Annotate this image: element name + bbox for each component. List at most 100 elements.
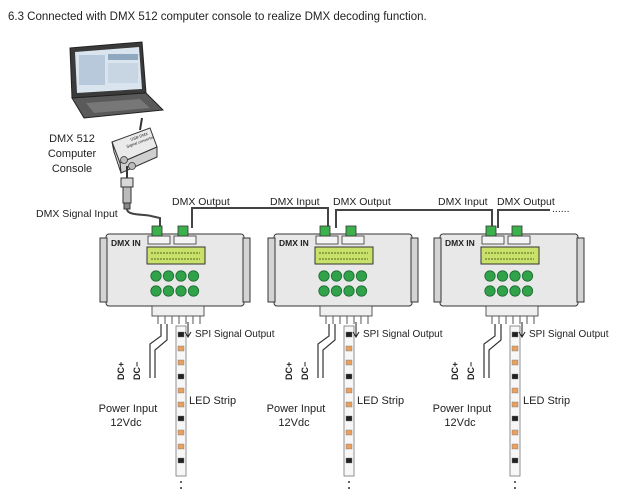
dc-plus-label: DC+ xyxy=(116,362,126,380)
power-wire-minus xyxy=(322,324,336,378)
control-button[interactable] xyxy=(509,285,521,297)
led-chip xyxy=(511,429,519,436)
led-chip xyxy=(511,345,519,352)
control-button[interactable] xyxy=(355,270,368,282)
led-chip xyxy=(345,331,353,338)
control-button[interactable] xyxy=(484,285,496,297)
dmx-cable-link-2 xyxy=(335,209,493,228)
dmx-connector-block xyxy=(345,225,357,237)
mounting-ear-right xyxy=(242,237,251,303)
dmx-out-terminal xyxy=(507,235,531,245)
control-button[interactable] xyxy=(496,270,509,282)
power-input-label: Power Input xyxy=(433,403,492,415)
led-strip xyxy=(343,325,355,477)
dmx-in-terminal xyxy=(315,235,339,245)
control-button[interactable] xyxy=(318,270,330,282)
control-button[interactable] xyxy=(187,270,200,282)
output-terminal-block xyxy=(151,305,205,317)
led-chip xyxy=(177,415,185,422)
dmx-connector-block xyxy=(177,225,189,237)
power-voltage-label: 12Vdc xyxy=(110,417,142,429)
led-chip xyxy=(177,331,185,338)
continuation-dots: ...... xyxy=(552,203,570,215)
dmx-connector-block xyxy=(485,225,497,237)
power-wire-plus xyxy=(149,324,162,378)
output-terminal-block xyxy=(319,305,373,317)
dmx-out-terminal xyxy=(173,235,197,245)
lcd-screen xyxy=(480,246,540,265)
dmx-output-label-2: DMX Output xyxy=(333,196,391,208)
led-chip xyxy=(177,401,185,408)
led-strip-label: LED Strip xyxy=(189,395,236,407)
control-button[interactable] xyxy=(484,270,496,282)
dmx-in-label: DMX IN xyxy=(111,238,141,248)
control-button[interactable] xyxy=(318,285,330,297)
spi-output-label: SPI Signal Output xyxy=(363,329,443,340)
control-button[interactable] xyxy=(343,285,355,297)
led-chip xyxy=(345,359,353,366)
power-wire-plus xyxy=(317,324,330,378)
led-chip xyxy=(511,331,519,338)
dmx-output-label-3: DMX Output xyxy=(497,196,555,208)
led-chip xyxy=(511,387,519,394)
power-voltage-label: 12Vdc xyxy=(444,417,476,429)
dmx-output-label-1: DMX Output xyxy=(172,196,230,208)
dc-plus-label: DC+ xyxy=(450,362,460,380)
control-button[interactable] xyxy=(330,270,343,282)
led-strip xyxy=(175,325,187,477)
mounting-ear-left xyxy=(267,237,276,303)
control-button[interactable] xyxy=(175,285,187,297)
led-chip xyxy=(177,373,185,380)
control-button[interactable] xyxy=(496,285,509,297)
control-button[interactable] xyxy=(150,285,162,297)
control-button[interactable] xyxy=(355,285,368,297)
console-label-3: Console xyxy=(52,163,92,175)
led-chip xyxy=(345,457,353,464)
control-button[interactable] xyxy=(330,285,343,297)
dmx-in-terminal xyxy=(481,235,505,245)
page-heading: 6.3 Connected with DMX 512 computer cons… xyxy=(8,11,427,23)
control-button[interactable] xyxy=(175,270,187,282)
xlr-plug-icon xyxy=(120,166,134,210)
dmx-cable-in xyxy=(126,208,161,234)
control-button[interactable] xyxy=(509,270,521,282)
led-chip xyxy=(511,415,519,422)
control-button[interactable] xyxy=(162,285,175,297)
dmx-in-terminal xyxy=(147,235,171,245)
continuation-dot xyxy=(514,487,516,489)
continuation-dot xyxy=(180,487,182,489)
led-chip xyxy=(511,457,519,464)
led-strip xyxy=(509,325,521,477)
dc-minus-label: DC− xyxy=(466,362,476,380)
control-button[interactable] xyxy=(521,270,534,282)
control-button[interactable] xyxy=(343,270,355,282)
led-chip xyxy=(345,415,353,422)
dmx-input-label-2: DMX Input xyxy=(270,196,320,208)
power-wire-plus xyxy=(483,324,496,378)
xlr-socket-icon xyxy=(120,156,128,164)
continuation-dot xyxy=(180,481,182,483)
led-chip xyxy=(345,429,353,436)
usb-dmx-converter: USB-DMX Signal converter xyxy=(111,127,158,174)
led-chip xyxy=(177,457,185,464)
led-chip xyxy=(511,401,519,408)
dc-minus-label: DC− xyxy=(132,362,142,380)
control-button[interactable] xyxy=(187,285,200,297)
dmx-cable-out-3 xyxy=(497,209,550,228)
control-button[interactable] xyxy=(162,270,175,282)
dmx-in-label: DMX IN xyxy=(445,238,475,248)
dmx-in-label: DMX IN xyxy=(279,238,309,248)
xlr-socket-icon xyxy=(128,162,136,170)
dmx-connector-block xyxy=(511,225,523,237)
led-strip-label: LED Strip xyxy=(523,395,570,407)
lcd-screen xyxy=(314,246,374,265)
console-label-1: DMX 512 xyxy=(49,133,95,145)
dmx-connector-block xyxy=(151,225,163,237)
console-label-2: Computer xyxy=(48,148,97,160)
control-button[interactable] xyxy=(521,285,534,297)
led-chip xyxy=(511,443,519,450)
control-button[interactable] xyxy=(150,270,162,282)
